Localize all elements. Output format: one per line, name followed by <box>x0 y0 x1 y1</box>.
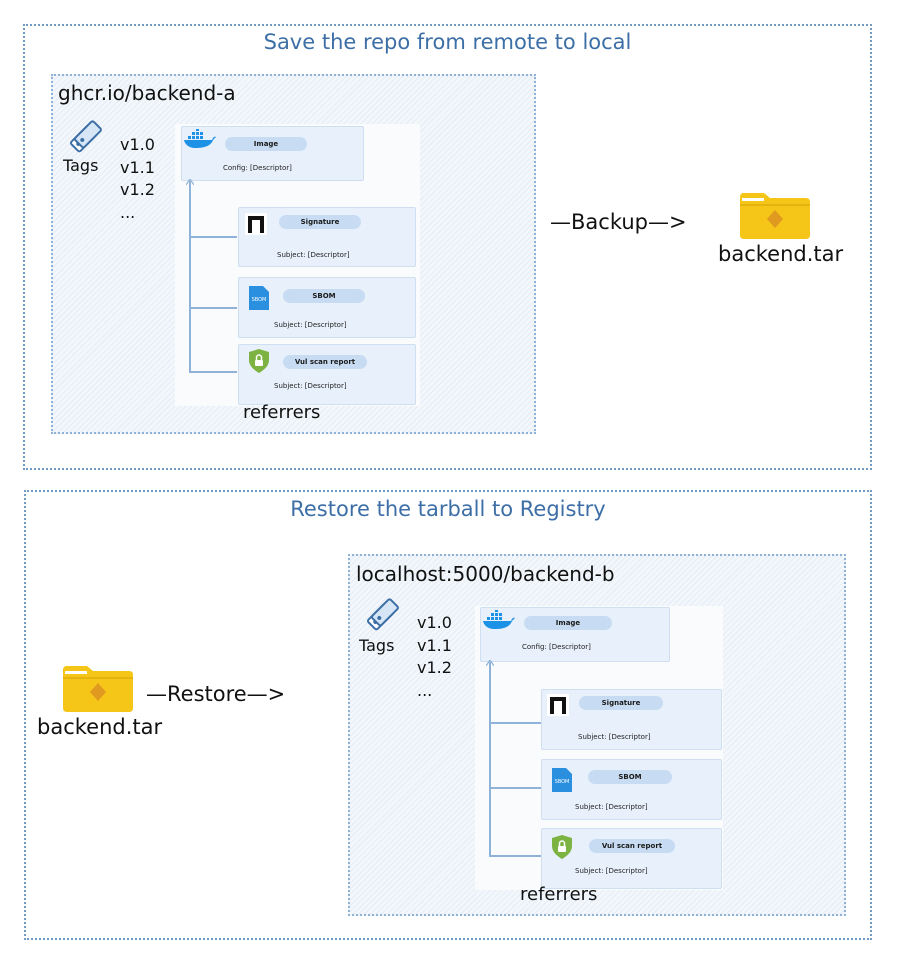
image-card: Image Config: [Descriptor] <box>480 607 670 662</box>
connector-branch <box>489 722 541 724</box>
connector-branch <box>489 855 541 857</box>
referrers-label: referrers <box>520 884 598 905</box>
sbom-card: SBOM SBOM Subject: [Descriptor] <box>541 759 722 820</box>
tags-label: Tags <box>359 636 395 655</box>
image-config: Config: [Descriptor] <box>223 164 292 172</box>
source-repo-name: ghcr.io/backend-a <box>58 81 236 105</box>
tag-item: v1.0 <box>120 135 155 154</box>
svg-text:SBOM: SBOM <box>555 779 570 785</box>
signature-pill: Signature <box>579 696 663 710</box>
tag-item: v1.2 <box>120 180 155 199</box>
tag-item: v1.1 <box>417 635 452 655</box>
tag-item: ... <box>120 202 136 222</box>
svg-text:SBOM: SBOM <box>252 297 267 303</box>
vul-scan-subject: Subject: [Descriptor] <box>274 382 347 390</box>
signature-card: Signature Subject: [Descriptor] <box>541 689 722 750</box>
tag-item: v1.2 <box>417 658 452 677</box>
signature-subject: Subject: [Descriptor] <box>578 733 651 741</box>
target-repo-name: localhost:5000/backend-b <box>356 562 615 586</box>
signature-pill: Signature <box>279 215 361 229</box>
shield-lock-icon <box>552 835 572 859</box>
restore-file-name: backend.tar <box>37 715 163 739</box>
sbom-icon: SBOM <box>552 768 572 792</box>
vul-scan-card: Vul scan report Subject: [Descriptor] <box>541 828 722 889</box>
tag-list: v1.0 v1.1 v1.2 ... <box>120 134 155 224</box>
image-pill: Image <box>225 137 307 151</box>
connector-arrowhead <box>486 660 494 666</box>
tag-icon <box>69 120 102 153</box>
connector-branch <box>189 371 237 373</box>
folder-icon <box>63 666 133 712</box>
signature-subject: Subject: [Descriptor] <box>277 251 350 259</box>
vul-scan-pill: Vul scan report <box>283 355 367 369</box>
notation-icon <box>547 694 569 716</box>
target-repo: localhost:5000/backend-b Tags v1.0 v1.1 … <box>348 554 846 916</box>
backup-action-label: —Backup—> <box>550 210 687 234</box>
docker-icon <box>483 610 515 629</box>
vul-scan-card: Vul scan report Subject: [Descriptor] <box>238 344 416 405</box>
tag-item: v1.0 <box>417 613 452 632</box>
sbom-subject: Subject: [Descriptor] <box>274 321 347 329</box>
signature-card: Signature Subject: [Descriptor] <box>238 207 416 267</box>
tag-list: v1.0 v1.1 v1.2 ... <box>417 612 452 702</box>
tags-label: Tags <box>63 156 99 175</box>
image-config: Config: [Descriptor] <box>522 643 591 651</box>
connector-arrowhead <box>186 179 194 185</box>
connector-branch <box>189 307 237 309</box>
image-pill: Image <box>524 616 612 630</box>
connector-line <box>489 662 491 856</box>
connector-line <box>189 181 191 372</box>
manifest-panel: Image Config: [Descriptor] Signature Sub… <box>475 606 723 890</box>
vul-scan-pill: Vul scan report <box>589 839 675 853</box>
manifest-panel: Image Config: [Descriptor] Signature Sub… <box>175 124 420 406</box>
restore-action-label: —Restore—> <box>146 682 286 706</box>
vul-scan-subject: Subject: [Descriptor] <box>575 867 648 875</box>
folder-icon <box>740 193 810 239</box>
backup-section: Save the repo from remote to local ghcr.… <box>23 24 872 470</box>
connector-branch <box>189 236 237 238</box>
image-card: Image Config: [Descriptor] <box>181 126 364 181</box>
source-repo: ghcr.io/backend-a Tags v1.0 v1.1 v1.2 ..… <box>51 74 536 434</box>
sbom-pill: SBOM <box>283 289 365 303</box>
referrers-label: referrers <box>243 402 321 423</box>
restore-section-title: Restore the tarball to Registry <box>290 497 606 521</box>
tag-icon <box>366 598 399 631</box>
sbom-pill: SBOM <box>588 770 672 784</box>
tag-item: v1.1 <box>120 157 155 177</box>
backup-section-title: Save the repo from remote to local <box>263 30 632 54</box>
sbom-icon: SBOM <box>249 286 269 310</box>
connector-branch <box>489 787 541 789</box>
docker-icon <box>184 129 216 148</box>
shield-lock-icon <box>249 349 269 373</box>
backup-file-name: backend.tar <box>718 242 844 266</box>
restore-section: Restore the tarball to Registry backend.… <box>24 490 872 940</box>
notation-icon <box>245 213 267 235</box>
tag-item: ... <box>417 680 433 700</box>
sbom-card: SBOM SBOM Subject: [Descriptor] <box>238 277 416 338</box>
sbom-subject: Subject: [Descriptor] <box>575 803 648 811</box>
